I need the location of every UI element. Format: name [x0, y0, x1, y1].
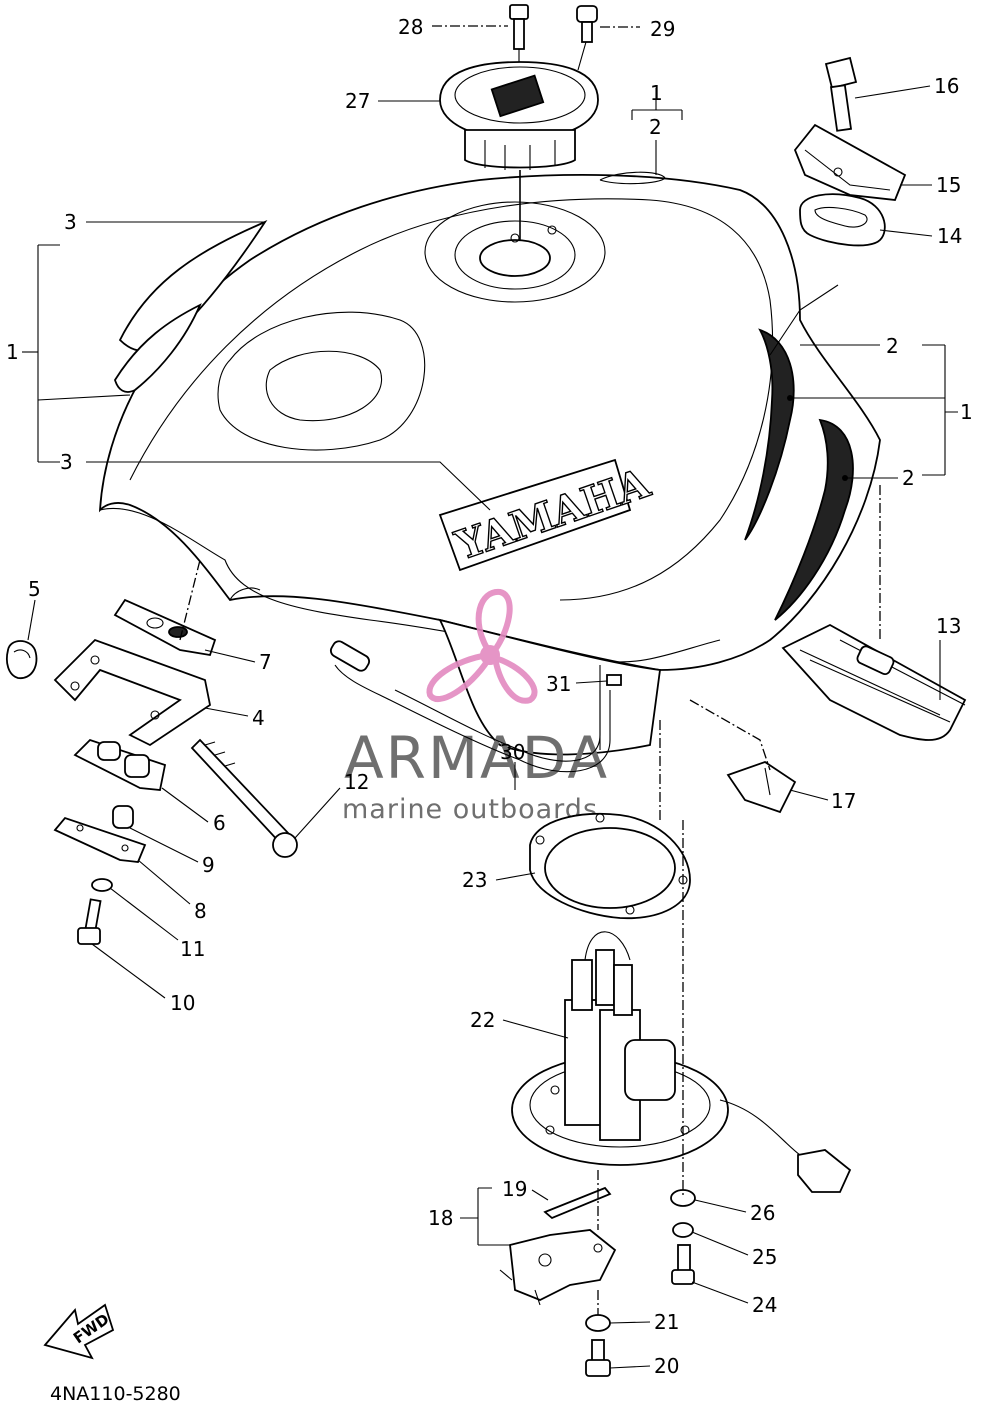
callout-labels: 28 29 27 1 2 16 15 14 3 1 3 2 1 2 5 7 13…: [6, 15, 973, 1378]
fuel-pump-22: [511, 931, 852, 1193]
callout-23: 23: [462, 868, 487, 892]
clip-17: [726, 761, 797, 814]
callout-25: 25: [752, 1245, 777, 1269]
callout-2-top: 2: [649, 115, 662, 139]
callout-18: 18: [428, 1206, 453, 1230]
watermark-title: ARMADA: [344, 724, 609, 792]
callout-17: 17: [831, 789, 856, 813]
callout-19: 19: [502, 1177, 527, 1201]
washer-11: [91, 878, 113, 892]
watermark-subtitle: marine outboards: [342, 794, 598, 825]
bolt-16: [824, 56, 858, 132]
callout-31: 31: [546, 672, 571, 696]
callout-27: 27: [345, 89, 370, 113]
washer-26: [670, 1189, 696, 1207]
screw-29: [576, 5, 598, 43]
callout-16: 16: [934, 74, 959, 98]
plate-8: [53, 816, 147, 863]
callout-26: 26: [750, 1201, 775, 1225]
fuel-cock-18: [499, 1229, 617, 1306]
callout-11: 11: [180, 937, 205, 961]
washer-21: [585, 1314, 611, 1332]
propeller-logo-icon: [426, 588, 538, 704]
fwd-arrow-icon: FWD: [43, 1303, 115, 1360]
callout-14: 14: [937, 224, 962, 248]
callout-22: 22: [470, 1008, 495, 1032]
callout-1-top: 1: [650, 81, 663, 105]
knee-grip-13: [781, 623, 967, 741]
callout-2-right-upper: 2: [886, 334, 899, 358]
leader-lines: [22, 25, 958, 1369]
clamp-31: [606, 674, 622, 686]
o-ring-19: [543, 1186, 612, 1220]
bolt-28: [509, 4, 529, 50]
damper-14: [799, 193, 886, 247]
callout-15: 15: [936, 173, 961, 197]
callout-10: 10: [170, 991, 195, 1015]
callout-20: 20: [654, 1354, 679, 1378]
bolt-12: [190, 738, 298, 858]
bolt-10: [77, 898, 102, 945]
callout-3-upper: 3: [64, 210, 77, 234]
plate-7: [113, 598, 217, 657]
callout-2-right-lower: 2: [902, 466, 915, 490]
grommet-5: [5, 640, 38, 679]
collar-9: [112, 805, 134, 829]
callout-6: 6: [213, 811, 226, 835]
callout-1-left: 1: [6, 340, 19, 364]
callout-30: 30: [500, 740, 525, 764]
armada-watermark: ARMADA marine outboards: [342, 588, 609, 825]
callout-5: 5: [28, 577, 41, 601]
callout-29: 29: [650, 17, 675, 41]
callout-21: 21: [654, 1310, 679, 1334]
callout-28: 28: [398, 15, 423, 39]
washer-25: [672, 1222, 694, 1238]
fuel-tank: YAMAHA: [98, 173, 881, 756]
bolt-20: [585, 1339, 611, 1377]
damper-6: [73, 738, 167, 791]
callout-8: 8: [194, 899, 207, 923]
bracket-15: [793, 123, 907, 201]
gasket-23: [529, 812, 691, 919]
callout-4: 4: [252, 706, 265, 730]
diagram-code: 4NA110-5280: [50, 1383, 181, 1405]
bracket-4: [53, 638, 212, 747]
callout-9: 9: [202, 853, 215, 877]
callout-24: 24: [752, 1293, 777, 1317]
callout-1-right: 1: [960, 400, 973, 424]
hose-30: [329, 640, 611, 773]
callout-3-lower: 3: [60, 450, 73, 474]
callout-12: 12: [344, 770, 369, 794]
callout-7: 7: [259, 650, 272, 674]
callout-13: 13: [936, 614, 961, 638]
filler-cap-27: [439, 61, 599, 170]
bolt-24: [671, 1244, 695, 1285]
